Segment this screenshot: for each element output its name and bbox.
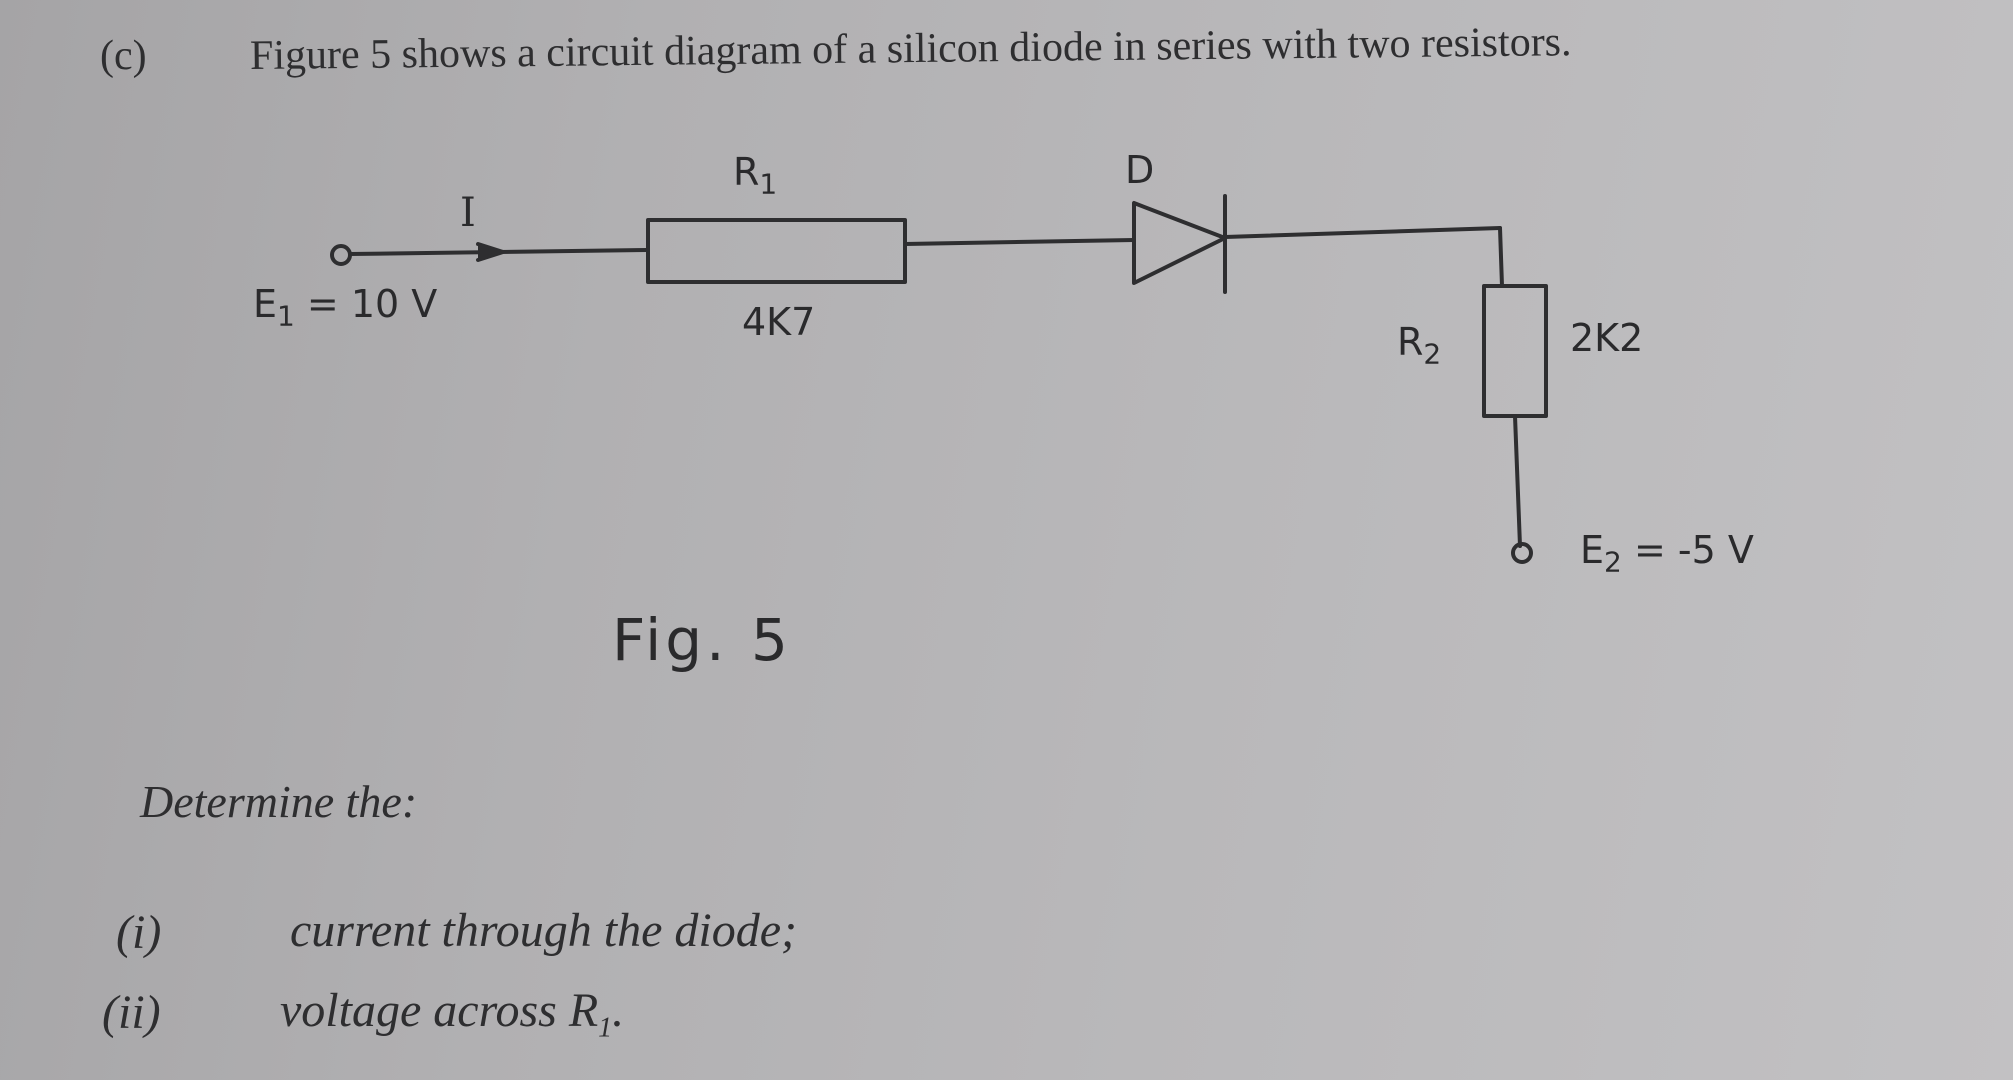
item-number: (i)	[116, 906, 162, 959]
terminal-e2-icon	[1511, 542, 1533, 564]
terminal-e1-icon	[330, 244, 352, 266]
resistor-r1-icon	[646, 218, 907, 284]
current-arrow-icon	[476, 242, 505, 262]
task-prompt: Determine the:	[140, 776, 418, 827]
item-text: voltage across R1.	[280, 984, 625, 1044]
current-label: I	[460, 190, 476, 236]
resistor-r1-label: R1	[733, 150, 778, 201]
question-part-label: (c)	[100, 33, 147, 79]
item-text: current through the diode;	[290, 904, 798, 957]
diode-icon	[1132, 194, 1227, 294]
source-e2-label: E2 = -5 V	[1580, 528, 1754, 579]
figure-caption: Fig. 5	[612, 606, 792, 674]
diode-label: D	[1125, 148, 1155, 192]
resistor-r2-value: 2K2	[1570, 316, 1644, 360]
circuit-diagram	[330, 194, 1548, 564]
source-e1-label: E1 = 10 V	[253, 282, 438, 333]
resistor-r1-value: 4K7	[742, 300, 816, 344]
item-number: (ii)	[102, 986, 161, 1039]
resistor-r2-label: R2	[1397, 320, 1442, 371]
resistor-r2-icon	[1482, 284, 1548, 418]
